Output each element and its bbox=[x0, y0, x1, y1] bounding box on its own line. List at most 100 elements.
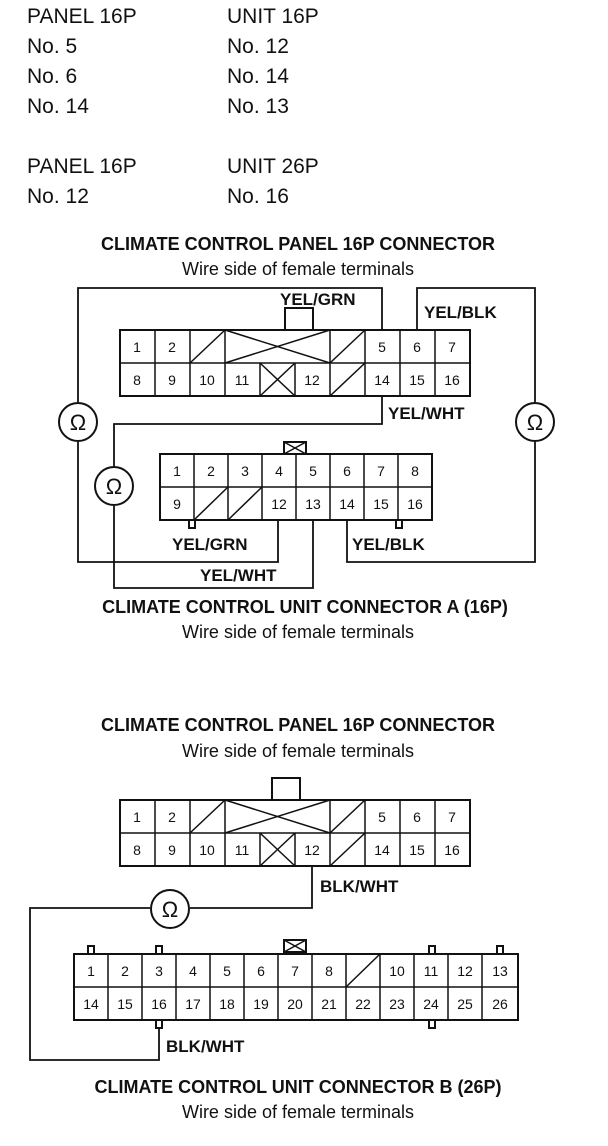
table2-row1-panel: No. 12 bbox=[27, 185, 89, 208]
d1-unit-pins: 1 2 3 4 5 6 7 8 9 12 13 14 15 16 bbox=[173, 463, 423, 512]
table1-header-unit: UNIT 16P bbox=[227, 5, 319, 28]
d2-wire-label-blk-wht-bottom: BLK/WHT bbox=[166, 1037, 245, 1056]
d2-unit-subtitle: Wire side of female terminals bbox=[182, 1102, 414, 1122]
ohm-icon: Ω bbox=[70, 410, 86, 435]
d1-panel-pin: 10 bbox=[199, 372, 215, 388]
d1-unit-pin: 9 bbox=[173, 496, 181, 512]
d2-unit-pin: 12 bbox=[457, 963, 473, 979]
d2-unit-title: CLIMATE CONTROL UNIT CONNECTOR B (26P) bbox=[94, 1077, 501, 1097]
d1-wire-yel-grn-left bbox=[77, 287, 383, 402]
d2-unit-pin: 6 bbox=[257, 963, 265, 979]
d1-unit-pin: 12 bbox=[271, 496, 287, 512]
d1-unit-pin: 6 bbox=[343, 463, 351, 479]
d2-unit-pin: 25 bbox=[457, 996, 473, 1012]
d1-panel-pin: 1 bbox=[133, 339, 141, 355]
d1-panel-pin: 9 bbox=[168, 372, 176, 388]
d1-unit-pin: 7 bbox=[377, 463, 385, 479]
d2-unit-pin: 17 bbox=[185, 996, 201, 1012]
d1-wire-label-yel-blk-bottom: YEL/BLK bbox=[352, 535, 425, 554]
d2-panel-pin: 1 bbox=[133, 809, 141, 825]
d2-unit-pin: 7 bbox=[291, 963, 299, 979]
table1-row3-panel: No. 14 bbox=[27, 95, 89, 118]
table2-header-unit: UNIT 26P bbox=[227, 155, 319, 178]
d2-panel-pin: 7 bbox=[448, 809, 456, 825]
d2-wires bbox=[29, 866, 313, 1061]
d2-unit-pin: 18 bbox=[219, 996, 235, 1012]
d2-unit-pin: 2 bbox=[121, 963, 129, 979]
d1-unit-connector bbox=[159, 441, 433, 529]
d2-panel-pin: 8 bbox=[133, 842, 141, 858]
d1-panel-pins: 1 2 5 6 7 8 9 10 11 12 14 15 16 bbox=[133, 339, 460, 388]
table1-row3-unit: No. 13 bbox=[227, 95, 289, 118]
d1-wire-label-yel-grn-top: YEL/GRN bbox=[280, 290, 356, 309]
d1-unit-pin: 2 bbox=[207, 463, 215, 479]
d1-panel-pin: 16 bbox=[444, 372, 460, 388]
d1-ohmmeter-left: Ω bbox=[58, 402, 98, 442]
d1-unit-pin: 8 bbox=[411, 463, 419, 479]
d2-unit-connector bbox=[73, 939, 519, 1029]
d1-panel-connector bbox=[119, 307, 471, 397]
ohm-icon: Ω bbox=[106, 474, 122, 499]
d2-wire-blk-wht-bottom bbox=[29, 907, 160, 1061]
d2-unit-pin: 15 bbox=[117, 996, 133, 1012]
d2-panel-pin: 10 bbox=[199, 842, 215, 858]
d1-unit-pin: 13 bbox=[305, 496, 321, 512]
d1-panel-pin: 8 bbox=[133, 372, 141, 388]
d2-panel-pin: 6 bbox=[413, 809, 421, 825]
d2-unit-pin: 26 bbox=[492, 996, 508, 1012]
table1-row1-unit: No. 12 bbox=[227, 35, 289, 58]
d2-panel-pin: 5 bbox=[378, 809, 386, 825]
d1-wires bbox=[77, 287, 536, 589]
d2-panel-pin: 2 bbox=[168, 809, 176, 825]
d1-wire-label-yel-wht-top: YEL/WHT bbox=[388, 404, 465, 423]
d2-unit-pin: 13 bbox=[492, 963, 508, 979]
d1-wire-label-yel-grn-bottom: YEL/GRN bbox=[172, 535, 248, 554]
table1-row2-unit: No. 14 bbox=[227, 65, 289, 88]
d2-panel-pin: 16 bbox=[444, 842, 460, 858]
d2-unit-pin: 8 bbox=[325, 963, 333, 979]
d2-unit-pin: 11 bbox=[424, 963, 439, 979]
table2-header-panel: PANEL 16P bbox=[27, 155, 137, 178]
d1-unit-subtitle: Wire side of female terminals bbox=[182, 622, 414, 642]
d2-panel-pin: 11 bbox=[235, 842, 250, 858]
table1-row1-panel: No. 5 bbox=[27, 35, 78, 58]
d2-unit-pin: 24 bbox=[423, 996, 439, 1012]
d2-unit-pin: 23 bbox=[389, 996, 405, 1012]
d2-unit-pin: 20 bbox=[287, 996, 303, 1012]
d1-wire-label-yel-wht-bottom: YEL/WHT bbox=[200, 566, 277, 585]
d2-panel-pin: 12 bbox=[304, 842, 320, 858]
d1-panel-pin: 5 bbox=[378, 339, 386, 355]
d2-wire-blk-wht-top bbox=[190, 866, 313, 909]
d1-wire-yel-wht-top bbox=[113, 396, 383, 466]
d1-panel-subtitle: Wire side of female terminals bbox=[182, 259, 414, 279]
d2-unit-pin: 21 bbox=[321, 996, 337, 1012]
d1-unit-pin: 3 bbox=[241, 463, 249, 479]
d1-unit-pin: 15 bbox=[373, 496, 389, 512]
d2-unit-pins: 1 2 3 4 5 6 7 8 10 11 12 13 14 15 16 17 … bbox=[83, 963, 508, 1012]
d2-ohmmeter: Ω bbox=[150, 889, 190, 929]
d1-ohmmeter-center: Ω bbox=[94, 466, 134, 506]
ohm-icon: Ω bbox=[162, 897, 178, 922]
d2-unit-pin: 22 bbox=[355, 996, 371, 1012]
d1-unit-pin: 16 bbox=[407, 496, 423, 512]
d1-wire-yel-blk-bottom bbox=[346, 442, 536, 563]
table1-header-panel: PANEL 16P bbox=[27, 5, 137, 28]
d1-unit-pin: 4 bbox=[275, 463, 283, 479]
d1-wire-yel-wht-bottom bbox=[113, 506, 314, 589]
d2-unit-pin: 16 bbox=[151, 996, 167, 1012]
d1-wire-yel-grn-bottom bbox=[77, 442, 279, 563]
d1-wire-label-yel-blk-top: YEL/BLK bbox=[424, 303, 497, 322]
d2-unit-pin: 4 bbox=[189, 963, 197, 979]
d1-panel-pin: 6 bbox=[413, 339, 421, 355]
d2-panel-pin: 15 bbox=[409, 842, 425, 858]
d2-panel-pin: 14 bbox=[374, 842, 390, 858]
d2-unit-pin: 5 bbox=[223, 963, 231, 979]
d2-panel-pin: 9 bbox=[168, 842, 176, 858]
d1-panel-title: CLIMATE CONTROL PANEL 16P CONNECTOR bbox=[101, 234, 495, 254]
d1-unit-pin: 1 bbox=[173, 463, 181, 479]
table2-row1-unit: No. 16 bbox=[227, 185, 289, 208]
ohm-icon: Ω bbox=[527, 410, 543, 435]
d1-panel-pin: 12 bbox=[304, 372, 320, 388]
d1-wire-yel-blk-right bbox=[416, 287, 536, 402]
